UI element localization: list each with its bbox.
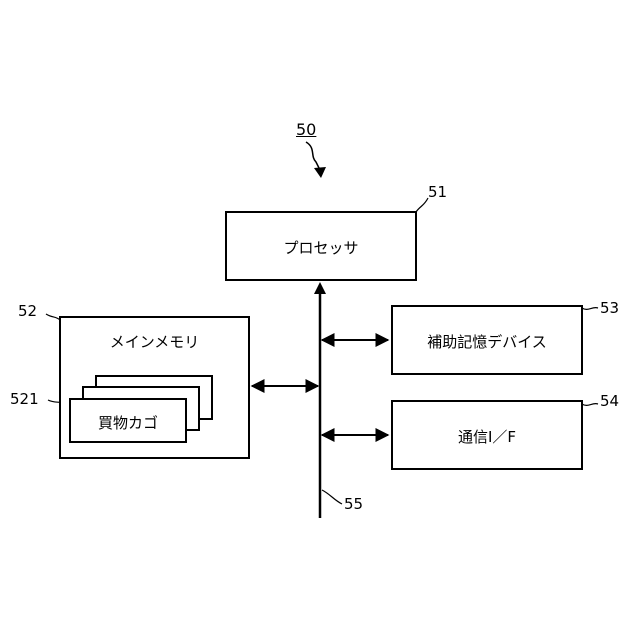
figure-ref: 50: [296, 120, 316, 139]
aux-storage-label: 補助記憶デバイス: [393, 331, 581, 352]
aux-storage-ref: 53: [600, 299, 619, 317]
memory-leader: [46, 314, 60, 320]
aux-storage-leader: [582, 308, 598, 310]
main-memory-ref: 52: [18, 302, 37, 320]
processor-label: プロセッサ: [227, 237, 415, 258]
bus-arrowhead: [314, 282, 326, 294]
processor-leader: [416, 198, 428, 212]
cart-box-front: 買物カゴ: [69, 398, 187, 443]
comm-if-label: 通信I／F: [393, 426, 581, 447]
comm-if-leader: [582, 404, 598, 406]
comm-if-box: 通信I／F: [391, 400, 583, 470]
bus-leader: [322, 490, 342, 504]
aux-storage-box: 補助記憶デバイス: [391, 305, 583, 375]
figure-pointer-arrowhead: [314, 167, 326, 178]
figure-pointer-arrow: [306, 142, 320, 170]
comm-if-ref: 54: [600, 392, 619, 410]
processor-box: プロセッサ: [225, 211, 417, 281]
cart-label: 買物カゴ: [71, 412, 185, 433]
cart-ref: 521: [10, 390, 39, 408]
processor-ref: 51: [428, 183, 447, 201]
bus-ref: 55: [344, 495, 363, 513]
main-memory-label: メインメモリ: [61, 331, 248, 352]
